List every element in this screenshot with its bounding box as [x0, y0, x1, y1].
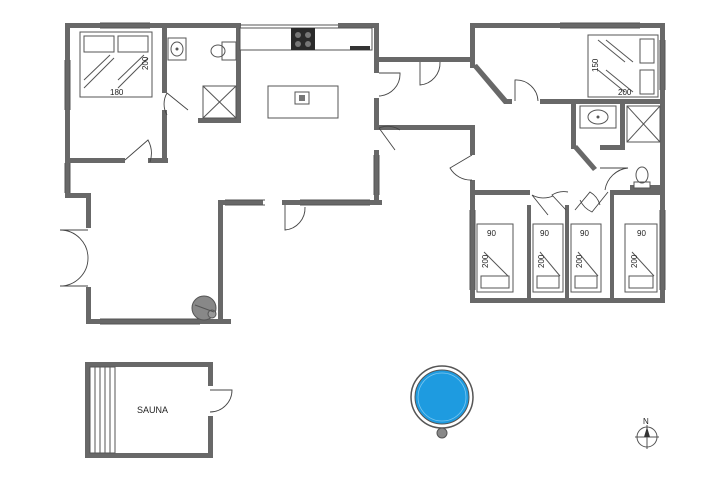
bathroom-right — [579, 105, 661, 189]
bunk-width-label: 90 — [487, 229, 496, 238]
bed-width-label: 150 — [591, 58, 600, 72]
bed-width-label: 180 — [110, 88, 124, 97]
wood-stove-icon — [191, 295, 217, 321]
main-house-walls — [65, 23, 472, 324]
bunk-room-1: 90 200 — [476, 223, 514, 293]
bunk-width-label: 90 — [637, 229, 646, 238]
bunk-length-label: 200 — [537, 254, 546, 268]
bunk-length-label: 200 — [481, 254, 490, 268]
bunk-room-4: 90 200 — [624, 223, 658, 293]
bathroom-left — [167, 37, 237, 119]
pool-water — [414, 369, 470, 425]
bunk-room-2: 90 200 — [532, 223, 564, 293]
sink-icon — [596, 115, 600, 119]
right-bedroom-bed: 150 200 — [587, 34, 659, 98]
sauna-building: SAUNA — [85, 362, 233, 458]
sauna-label: SAUNA — [137, 405, 168, 415]
cooktop-icon — [291, 28, 315, 50]
bed-length-label: 200 — [141, 56, 150, 70]
windows — [64, 22, 666, 325]
bunk-length-label: 200 — [630, 254, 639, 268]
compass-north-label: N — [643, 417, 649, 426]
bunk-room-3: 90 200 — [570, 223, 602, 293]
island-sink-icon — [299, 95, 305, 101]
doors — [59, 61, 629, 287]
bunk-length-label: 200 — [575, 254, 584, 268]
sink-icon — [175, 47, 179, 51]
north-compass-icon: N — [635, 417, 659, 449]
bunk-width-label: 90 — [540, 229, 549, 238]
hot-tub — [410, 365, 474, 439]
bunk-width-label: 90 — [580, 229, 589, 238]
bed-length-label: 200 — [618, 88, 632, 97]
pool-heater-icon — [436, 427, 448, 439]
master-bedroom-bed: 180 200 — [79, 31, 153, 98]
kitchen — [239, 27, 373, 119]
